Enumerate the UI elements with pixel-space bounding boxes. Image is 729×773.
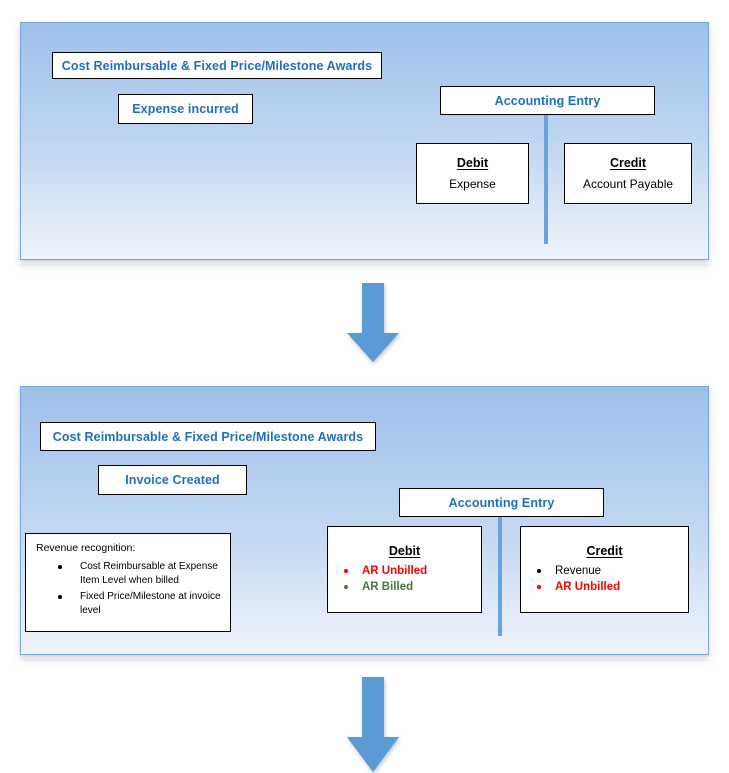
flow-arrow-1: [345, 283, 401, 363]
event-label-invoice-created: Invoice Created: [125, 473, 220, 487]
revenue-recognition-title: Revenue recognition:: [36, 542, 136, 554]
connector-line-1: [544, 115, 548, 244]
event-label-expense-incurred: Expense incurred: [132, 102, 239, 116]
debit-box-1: Debit Expense: [416, 143, 529, 204]
accounting-entry-box-1: Accounting Entry: [440, 86, 655, 115]
list-item: Fixed Price/Milestone at invoice level: [34, 590, 222, 618]
list-item: Cost Reimbursable at Expense Item Level …: [34, 560, 222, 588]
accounting-entry-label-1: Accounting Entry: [494, 93, 601, 108]
credit-value-1: Account Payable: [582, 177, 674, 191]
debit-header-1: Debit: [456, 156, 489, 170]
debit-box-2: Debit AR Unbilled AR Billed: [327, 526, 482, 613]
flow-arrow-2: [345, 677, 401, 773]
credit-box-1: Credit Account Payable: [564, 143, 692, 204]
connector-line-2: [498, 517, 502, 636]
awards-title-label-2: Cost Reimbursable & Fixed Price/Mileston…: [52, 429, 364, 444]
awards-title-box-2: Cost Reimbursable & Fixed Price/Mileston…: [40, 422, 376, 451]
awards-title-box-1: Cost Reimbursable & Fixed Price/Mileston…: [52, 52, 382, 79]
event-box-expense-incurred: Expense incurred: [118, 94, 253, 124]
credit-list-2: Revenue AR Unbilled: [535, 563, 620, 595]
credit-box-2: Credit Revenue AR Unbilled: [520, 526, 689, 613]
awards-title-label-1: Cost Reimbursable & Fixed Price/Mileston…: [61, 58, 373, 73]
credit-header-1: Credit: [609, 156, 647, 170]
list-item: AR Unbilled: [535, 579, 620, 595]
revenue-recognition-box: Revenue recognition: Cost Reimbursable a…: [25, 533, 231, 632]
debit-header-2: Debit: [388, 544, 421, 558]
debit-value-1: Expense: [449, 177, 496, 191]
list-item: Revenue: [535, 563, 620, 579]
list-item: AR Billed: [342, 579, 427, 595]
debit-list-2: AR Unbilled AR Billed: [342, 563, 427, 595]
event-box-invoice-created: Invoice Created: [98, 465, 247, 495]
credit-header-2: Credit: [586, 544, 623, 558]
accounting-entry-label-2: Accounting Entry: [448, 495, 555, 510]
revenue-recognition-list: Cost Reimbursable at Expense Item Level …: [34, 560, 222, 620]
list-item: AR Unbilled: [342, 563, 427, 579]
accounting-entry-box-2: Accounting Entry: [399, 488, 604, 517]
